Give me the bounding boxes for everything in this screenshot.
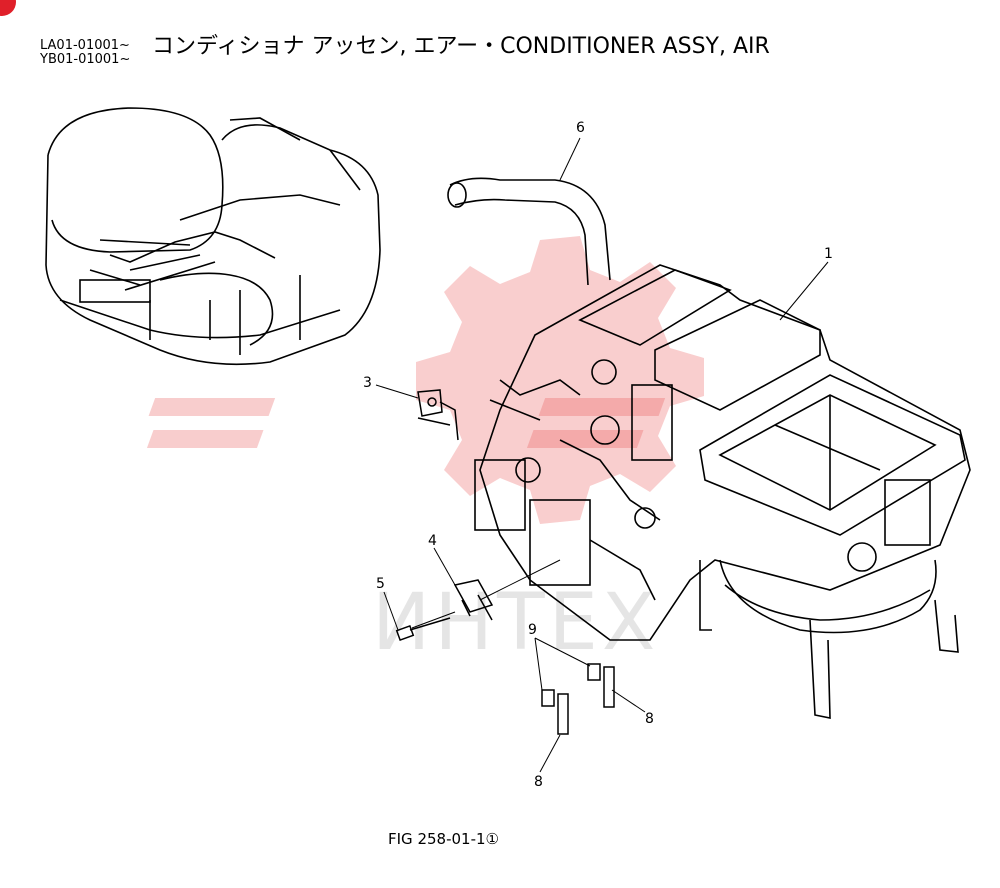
callout-8-bottom: 8 — [534, 774, 543, 790]
watermark-bars — [146, 398, 666, 448]
leader-lines — [375, 137, 829, 773]
serial-code-1: LA01-01001~ — [40, 38, 130, 53]
part-title: コンディショナ アッセン, エアー・CONDITIONER ASSY, AIR — [152, 34, 770, 59]
callout-1: 1 — [824, 246, 833, 262]
callout-6: 6 — [576, 120, 585, 136]
callout-9: 9 — [528, 622, 537, 638]
callout-3: 3 — [363, 375, 372, 391]
callout-5: 5 — [376, 576, 385, 592]
bracket-part-3 — [417, 389, 459, 441]
clip-part-4 — [453, 579, 494, 621]
callout-4: 4 — [428, 533, 437, 549]
watermark-text: ИНТЕХ — [372, 578, 660, 668]
serial-code-2: YB01-01001~ — [40, 52, 131, 67]
bolt-part-5 — [395, 617, 451, 642]
callout-8-right: 8 — [645, 711, 654, 727]
pins-part-8-9 — [541, 663, 615, 735]
figure-label: FIG 258-01-1① — [388, 830, 499, 848]
callout-numbers: 6 1 3 4 5 9 8 8 — [363, 120, 833, 790]
cab-overview — [45, 107, 381, 366]
air-conditioner-unit — [447, 177, 971, 719]
